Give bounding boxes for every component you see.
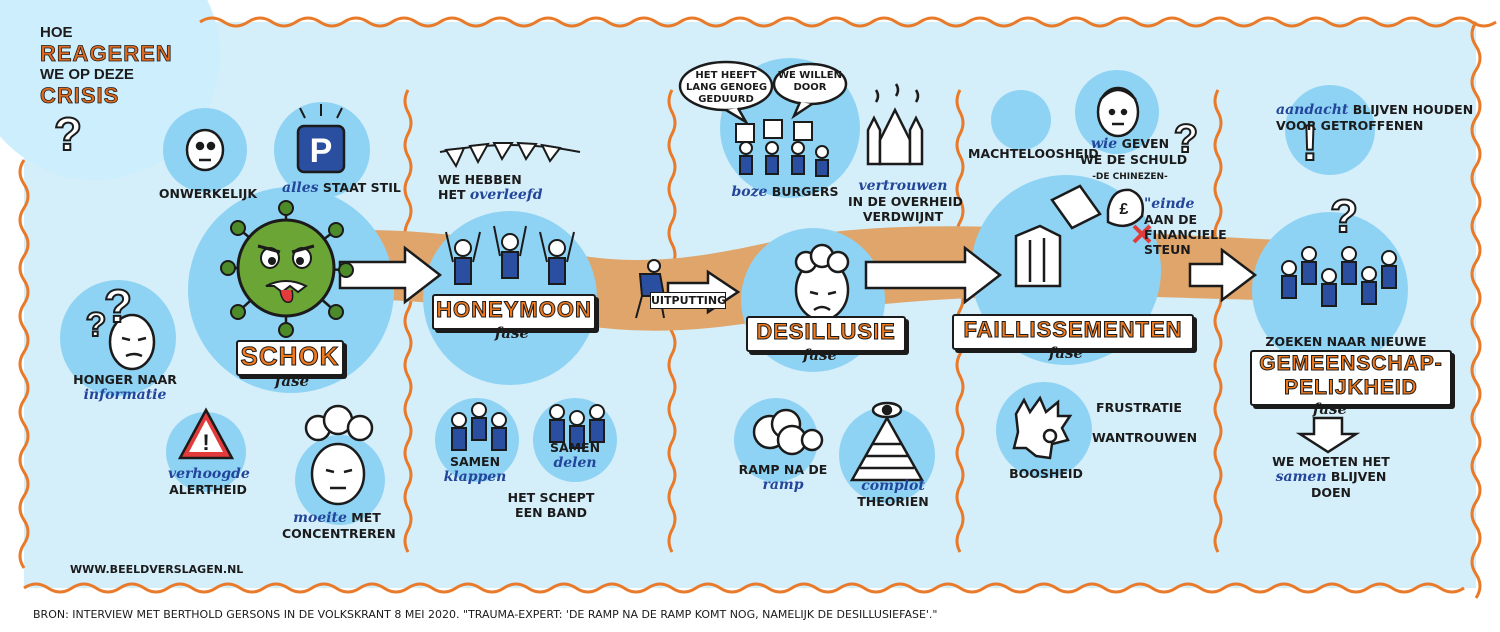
stage-schok-suffix: fase — [274, 372, 310, 390]
gemeenschap-banner — [1250, 350, 1452, 406]
label-einde-steun: "eindeaan definancielesteun — [1144, 196, 1227, 258]
crowd-protest-icon — [735, 119, 829, 177]
label-alles-staat-stil: alles staat stil — [282, 180, 401, 196]
question-mark-icon: ? ? ? ? ? ! — [53, 107, 1359, 345]
head-boosheid-icon — [1012, 395, 1073, 460]
head-desillusie-icon — [794, 243, 850, 322]
label-schept-band: Het schepteen band — [507, 490, 595, 520]
stage-schok-title: Schok — [240, 341, 340, 371]
svg-text:!: ! — [202, 430, 209, 455]
bubble-text-2: We willendoor — [777, 70, 843, 93]
label-wantrouwen: Wantrouwen — [1092, 430, 1198, 445]
label-overleefd: We hebbenhet overleefd — [438, 172, 543, 203]
stage-gemeenschap-prefix: Zoeken naar nieuwe — [1265, 334, 1427, 349]
warning-icon: ! — [177, 407, 235, 460]
title-line-4: crisis — [40, 83, 120, 108]
label-ramp-na-ramp: Ramp na deramp — [738, 462, 828, 493]
svg-text:?: ? — [1330, 190, 1358, 242]
desillusie-banner — [746, 316, 906, 352]
head-onwerkelijk-icon — [185, 128, 225, 172]
label-complot: complottheorien — [857, 478, 929, 510]
stage-honeymoon-suffix: fase — [494, 324, 530, 342]
bubble-text-1: Het heeftlang genoeggeduurd — [686, 70, 768, 105]
label-onwerkelijk: Onwerkelijk — [158, 186, 258, 201]
title-line-3: we op deze — [40, 66, 134, 83]
head-honger-icon — [108, 313, 156, 371]
head-schuld-icon — [1096, 86, 1140, 138]
wavy-frame-right — [1470, 21, 1482, 599]
cloud-ramp-icon — [752, 408, 824, 456]
svg-text:?: ? — [1174, 117, 1198, 161]
main-title: Hoe reageren we op deze crisis — [40, 24, 173, 108]
stage-faillissementen-suffix: fase — [1048, 344, 1084, 362]
label-samen-delen: Samendelen — [549, 440, 601, 471]
arrow-1 — [338, 245, 443, 305]
crowd-gemeenschap-icon — [1281, 246, 1397, 307]
label-frustratie: Frustratie — [1096, 400, 1182, 415]
speech-bubble-1 — [678, 60, 774, 126]
divider-4 — [1213, 89, 1223, 553]
divider-1 — [403, 89, 413, 553]
crowd-klappen-icon — [451, 402, 507, 451]
svg-text:?: ? — [104, 280, 132, 332]
label-vertrouwen: vertrouwenin de overheidverdwijnt — [848, 178, 963, 225]
website-url: www.beeldverslagen.nl — [70, 563, 244, 576]
faillissementen-banner — [952, 314, 1194, 350]
source-citation: Bron: interview met Berthold Gersons in … — [33, 608, 938, 621]
aandacht-bubble — [1285, 85, 1375, 175]
label-moeite: moeite metconcentreren — [282, 510, 396, 541]
parking-sign-icon: P — [296, 104, 346, 174]
label-schuld: wie gevenwe de schuld-de Chinezen- — [1080, 136, 1188, 182]
stage-desillusie-suffix: fase — [802, 346, 838, 364]
label-uitputting: Uitputting — [650, 292, 727, 309]
title-circle — [0, 0, 220, 180]
wavy-frame-bottom — [23, 582, 1465, 594]
honeymoon-banner — [432, 294, 596, 330]
label-samen-blijven: We moeten hetsamen blijvendoen — [1272, 454, 1390, 500]
wavy-frame-top — [199, 16, 1497, 28]
label-honger: Honger naarinformatie — [73, 372, 177, 403]
label-boze-burgers: boze burgers — [731, 184, 839, 200]
machteloosheid-bubble — [991, 90, 1051, 150]
pyramid-eye-icon — [849, 401, 925, 482]
stage-honeymoon-title: Honeymoon — [436, 297, 592, 323]
title-line-1: Hoe — [40, 24, 73, 41]
wavy-frame-left — [18, 159, 30, 569]
label-aandacht: aandacht blijven houdenvoor getroffenen — [1276, 102, 1474, 133]
svg-text:?: ? — [54, 108, 82, 160]
crowd-honeymoon-icon — [445, 225, 575, 285]
head-moeite-icon — [304, 404, 374, 506]
label-samen-klappen: Samenklappen — [443, 454, 507, 485]
schok-banner — [236, 340, 344, 376]
arrow-down — [1295, 416, 1361, 454]
stage-gemeenschap-suffix: fase — [1312, 400, 1348, 418]
svg-text:£: £ — [1120, 201, 1129, 218]
arrow-4 — [1188, 247, 1258, 303]
virus-icon — [220, 200, 354, 338]
label-machteloosheid: Machteloosheid — [968, 146, 1099, 161]
svg-text:!: ! — [1302, 115, 1319, 171]
crowd-delen-icon — [549, 404, 605, 449]
building-icon: £ — [1014, 184, 1152, 288]
label-boosheid: Boosheid — [1009, 466, 1083, 481]
stage-desillusie-title: Desillusie — [756, 319, 896, 345]
title-line-2: reageren — [40, 41, 173, 66]
label-verhoogde-alertheid: verhoogdealertheid — [168, 466, 250, 498]
stage-faillissementen-title: Faillissementen — [963, 317, 1183, 343]
parking-letter: P — [310, 132, 333, 170]
svg-text:?: ? — [86, 306, 107, 344]
bunting-icon — [439, 141, 581, 169]
speech-bubble-2 — [772, 62, 848, 120]
church-icon — [866, 83, 924, 166]
arrow-3 — [864, 245, 1003, 305]
stage-gemeenschap-title: Gemeenschap-pelijkheid — [1259, 352, 1443, 400]
